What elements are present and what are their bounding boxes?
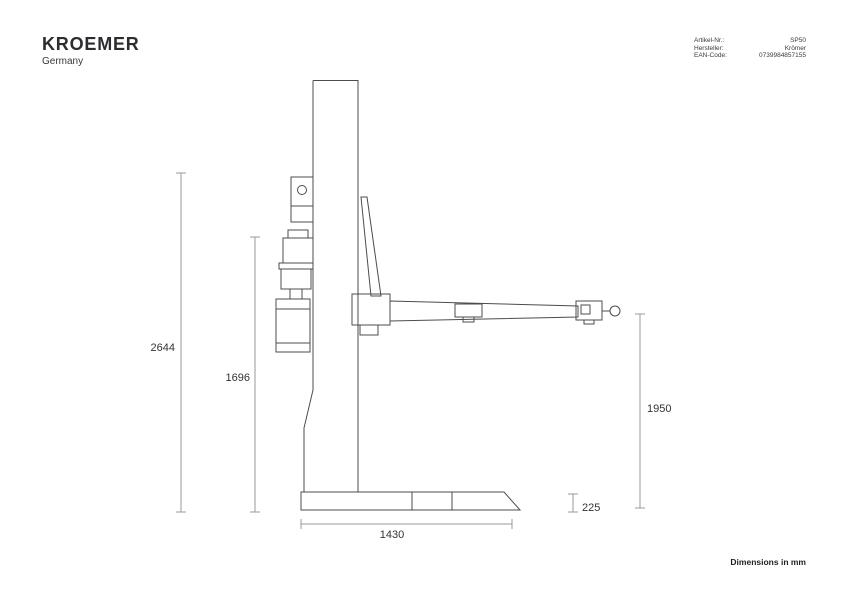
dim-line-base-length [300,519,513,529]
ean-code-label: EAN-Code: [694,52,727,60]
dimensions-note: Dimensions in mm [730,557,806,567]
info-row-ean: EAN-Code: 0739984857155 [694,52,806,60]
hydraulic-tank [275,298,311,353]
motor-unit [278,229,314,300]
dim-line-total-height [176,172,186,513]
brand-name: KROEMER [42,34,140,54]
dim-line-column-height [250,236,260,513]
artikel-nr-value: SP50 [790,37,806,44]
lift-column [303,80,359,492]
dim-label-column-height: 1696 [226,372,250,384]
base-plate [300,491,522,511]
arm-handle [609,305,621,317]
artikel-nr-label: Artikel-Nr.: [694,37,725,44]
dim-line-lift-height [635,313,645,509]
info-row-hersteller: Hersteller: Krömer [694,45,806,53]
lift-arm [351,196,621,336]
info-row-artikel: Artikel-Nr.: SP50 [694,37,806,45]
ean-code-value: 0739984857155 [759,52,806,60]
dim-line-base-height [568,493,578,513]
dim-label-base-length: 1430 [380,529,404,541]
hersteller-value: Krömer [784,44,806,52]
dim-label-base-height: 225 [582,502,600,514]
dim-label-lift-height: 1950 [647,403,671,415]
hersteller-label: Hersteller: [694,44,724,52]
brand-country: Germany [42,56,84,67]
dimension-lines [176,172,645,529]
control-box [290,176,314,223]
brand-logo: KROEMER Germany [42,34,140,67]
product-info: Artikel-Nr.: SP50 Hersteller: Krömer EAN… [694,37,806,60]
dim-label-total-height: 2644 [151,342,175,354]
